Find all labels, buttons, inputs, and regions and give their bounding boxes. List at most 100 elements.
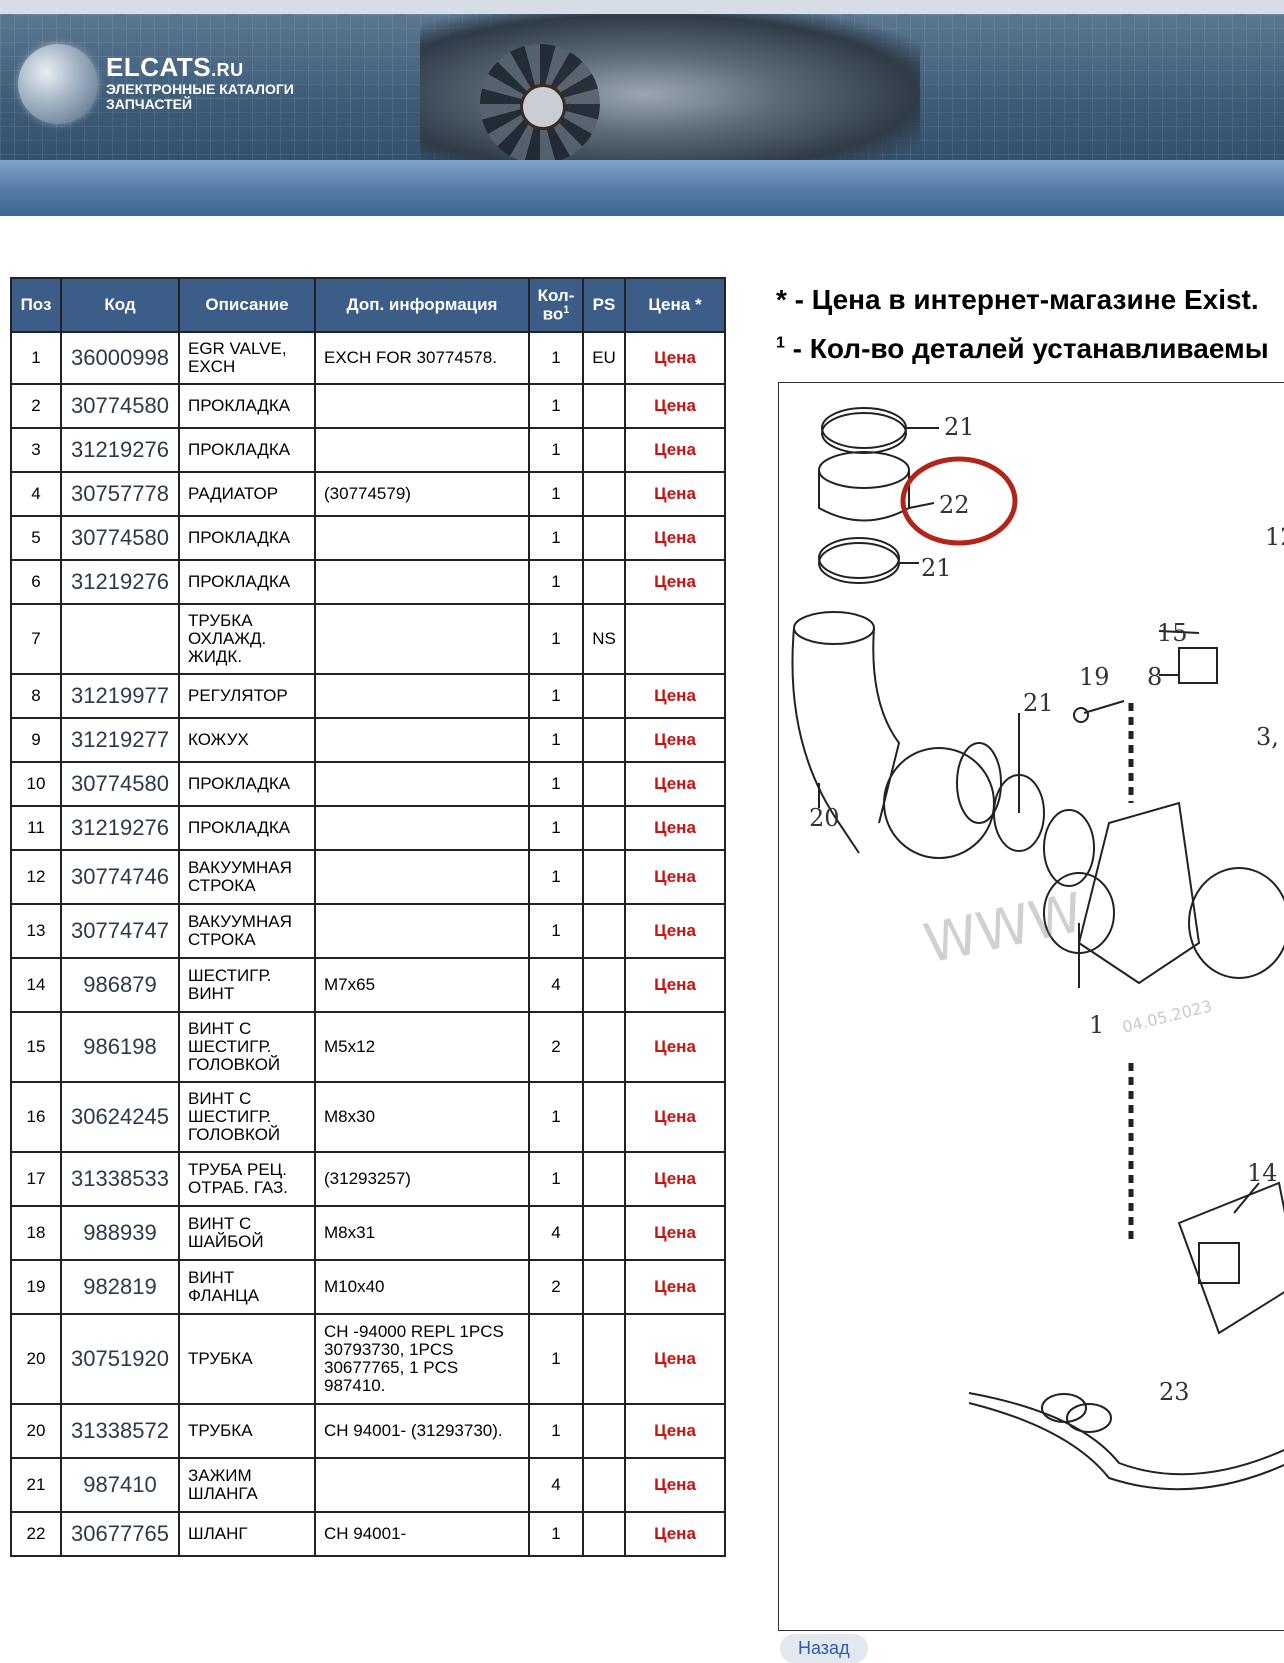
part-code-link[interactable]: 986879 bbox=[60, 957, 180, 1013]
part-code-link[interactable]: 30774580 bbox=[60, 383, 180, 429]
part-ps bbox=[582, 1457, 626, 1513]
callout-21-second[interactable]: 21 bbox=[921, 554, 952, 582]
parts-diagram[interactable]: 21 22 21 12 15 19 8 21 3, 20 1 14 23 WWW… bbox=[778, 382, 1284, 1631]
part-qty: 1 bbox=[528, 1081, 584, 1153]
part-extra-info: M8x31 bbox=[314, 1205, 530, 1261]
part-qty: 1 bbox=[528, 1313, 584, 1405]
part-code-link[interactable]: 30624245 bbox=[60, 1081, 180, 1153]
part-ps bbox=[582, 1259, 626, 1315]
part-extra-info: CH 94001- (31293730). bbox=[314, 1403, 530, 1459]
part-code-link[interactable]: 30757778 bbox=[60, 471, 180, 517]
part-code-link[interactable]: 986198 bbox=[60, 1011, 180, 1083]
part-code-link[interactable]: 982819 bbox=[60, 1259, 180, 1315]
part-code-link[interactable]: 30751920 bbox=[60, 1313, 180, 1405]
part-qty: 4 bbox=[528, 1205, 584, 1261]
callout-3[interactable]: 3, bbox=[1256, 723, 1279, 751]
callout-1[interactable]: 1 bbox=[1089, 1011, 1104, 1039]
part-qty: 1 bbox=[528, 559, 584, 605]
callout-8[interactable]: 8 bbox=[1147, 663, 1162, 691]
part-code-link[interactable]: 31219977 bbox=[60, 673, 180, 719]
price-link[interactable]: Цена bbox=[624, 1457, 726, 1513]
callout-14[interactable]: 14 bbox=[1247, 1159, 1278, 1187]
callout-22[interactable]: 22 bbox=[939, 491, 970, 519]
part-ps bbox=[582, 717, 626, 763]
part-code-link[interactable]: 31338533 bbox=[60, 1151, 180, 1207]
part-code-link[interactable]: 30774746 bbox=[60, 849, 180, 905]
part-qty: 2 bbox=[528, 1011, 584, 1083]
price-link[interactable]: Цена bbox=[624, 331, 726, 385]
price-link[interactable]: Цена bbox=[624, 1511, 726, 1557]
callout-19[interactable]: 19 bbox=[1079, 663, 1110, 691]
part-description: ВАКУУМНАЯ СТРОКА bbox=[178, 849, 316, 905]
row-pos: 4 bbox=[10, 471, 62, 517]
price-link[interactable]: Цена bbox=[624, 383, 726, 429]
price-link[interactable]: Цена bbox=[624, 1081, 726, 1153]
row-pos: 8 bbox=[10, 673, 62, 719]
price-link[interactable]: Цена bbox=[624, 1011, 726, 1083]
row-pos: 3 bbox=[10, 427, 62, 473]
price-link[interactable]: Цена bbox=[624, 515, 726, 561]
part-code-link[interactable]: 31338572 bbox=[60, 1403, 180, 1459]
part-code-link[interactable]: 31219276 bbox=[60, 427, 180, 473]
price-link[interactable]: Цена bbox=[624, 1259, 726, 1315]
engine-banner-image bbox=[420, 14, 920, 160]
row-pos: 7 bbox=[10, 603, 62, 675]
price-link[interactable]: Цена bbox=[624, 957, 726, 1013]
part-description: ТРУБКА ОХЛАЖД. ЖИДК. bbox=[178, 603, 316, 675]
part-code-link[interactable]: 31219276 bbox=[60, 559, 180, 605]
part-qty: 4 bbox=[528, 1457, 584, 1513]
callout-20[interactable]: 20 bbox=[809, 804, 840, 832]
part-code-link[interactable]: 30774580 bbox=[60, 515, 180, 561]
part-code-link[interactable]: 30774747 bbox=[60, 903, 180, 959]
price-link[interactable]: Цена bbox=[624, 1151, 726, 1207]
price-link[interactable]: Цена bbox=[624, 559, 726, 605]
part-ps bbox=[582, 849, 626, 905]
callout-23[interactable]: 23 bbox=[1159, 1378, 1190, 1406]
part-ps bbox=[582, 1151, 626, 1207]
part-code-link[interactable]: 30774580 bbox=[60, 761, 180, 807]
callout-12[interactable]: 12 bbox=[1265, 523, 1284, 551]
price-link[interactable]: Цена bbox=[624, 805, 726, 851]
part-code-link[interactable]: 31219277 bbox=[60, 717, 180, 763]
price-link[interactable]: Цена bbox=[624, 761, 726, 807]
price-link[interactable]: Цена bbox=[624, 903, 726, 959]
col-header-desc: Описание bbox=[178, 277, 316, 333]
part-description: ВИНТ С ШЕСТИГР. ГОЛОВКОЙ bbox=[178, 1081, 316, 1153]
col-header-qty: Кол-во1 bbox=[528, 277, 584, 333]
price-link[interactable]: Цена bbox=[624, 471, 726, 517]
price-link[interactable]: Цена bbox=[624, 1403, 726, 1459]
part-description: ПРОКЛАДКА bbox=[178, 427, 316, 473]
part-code-link[interactable]: 31219276 bbox=[60, 805, 180, 851]
callout-15[interactable]: 15 bbox=[1157, 619, 1188, 647]
callout-21-top[interactable]: 21 bbox=[944, 413, 975, 441]
part-ps: NS bbox=[582, 603, 626, 675]
price-link[interactable]: Цена bbox=[624, 1313, 726, 1405]
price-link[interactable]: Цена bbox=[624, 1205, 726, 1261]
part-code-link[interactable]: 988939 bbox=[60, 1205, 180, 1261]
back-button[interactable]: Назад bbox=[780, 1634, 868, 1663]
part-qty: 1 bbox=[528, 673, 584, 719]
price-link[interactable]: Цена bbox=[624, 427, 726, 473]
part-qty: 1 bbox=[528, 717, 584, 763]
price-link[interactable]: Цена bbox=[624, 717, 726, 763]
row-pos: 20 bbox=[10, 1313, 62, 1405]
part-code-link[interactable]: 30677765 bbox=[60, 1511, 180, 1557]
price-link[interactable]: Цена bbox=[624, 673, 726, 719]
callout-21-middle[interactable]: 21 bbox=[1023, 689, 1054, 717]
part-code-link[interactable]: 987410 bbox=[60, 1457, 180, 1513]
row-pos: 10 bbox=[10, 761, 62, 807]
price-link[interactable]: Цена bbox=[624, 849, 726, 905]
site-logo[interactable]: ELCATS.RU bbox=[106, 52, 244, 82]
row-pos: 22 bbox=[10, 1511, 62, 1557]
part-code-link[interactable]: 36000998 bbox=[60, 331, 180, 385]
part-qty: 2 bbox=[528, 1259, 584, 1315]
part-description: ТРУБА РЕЦ. ОТРАБ. ГАЗ. bbox=[178, 1151, 316, 1207]
